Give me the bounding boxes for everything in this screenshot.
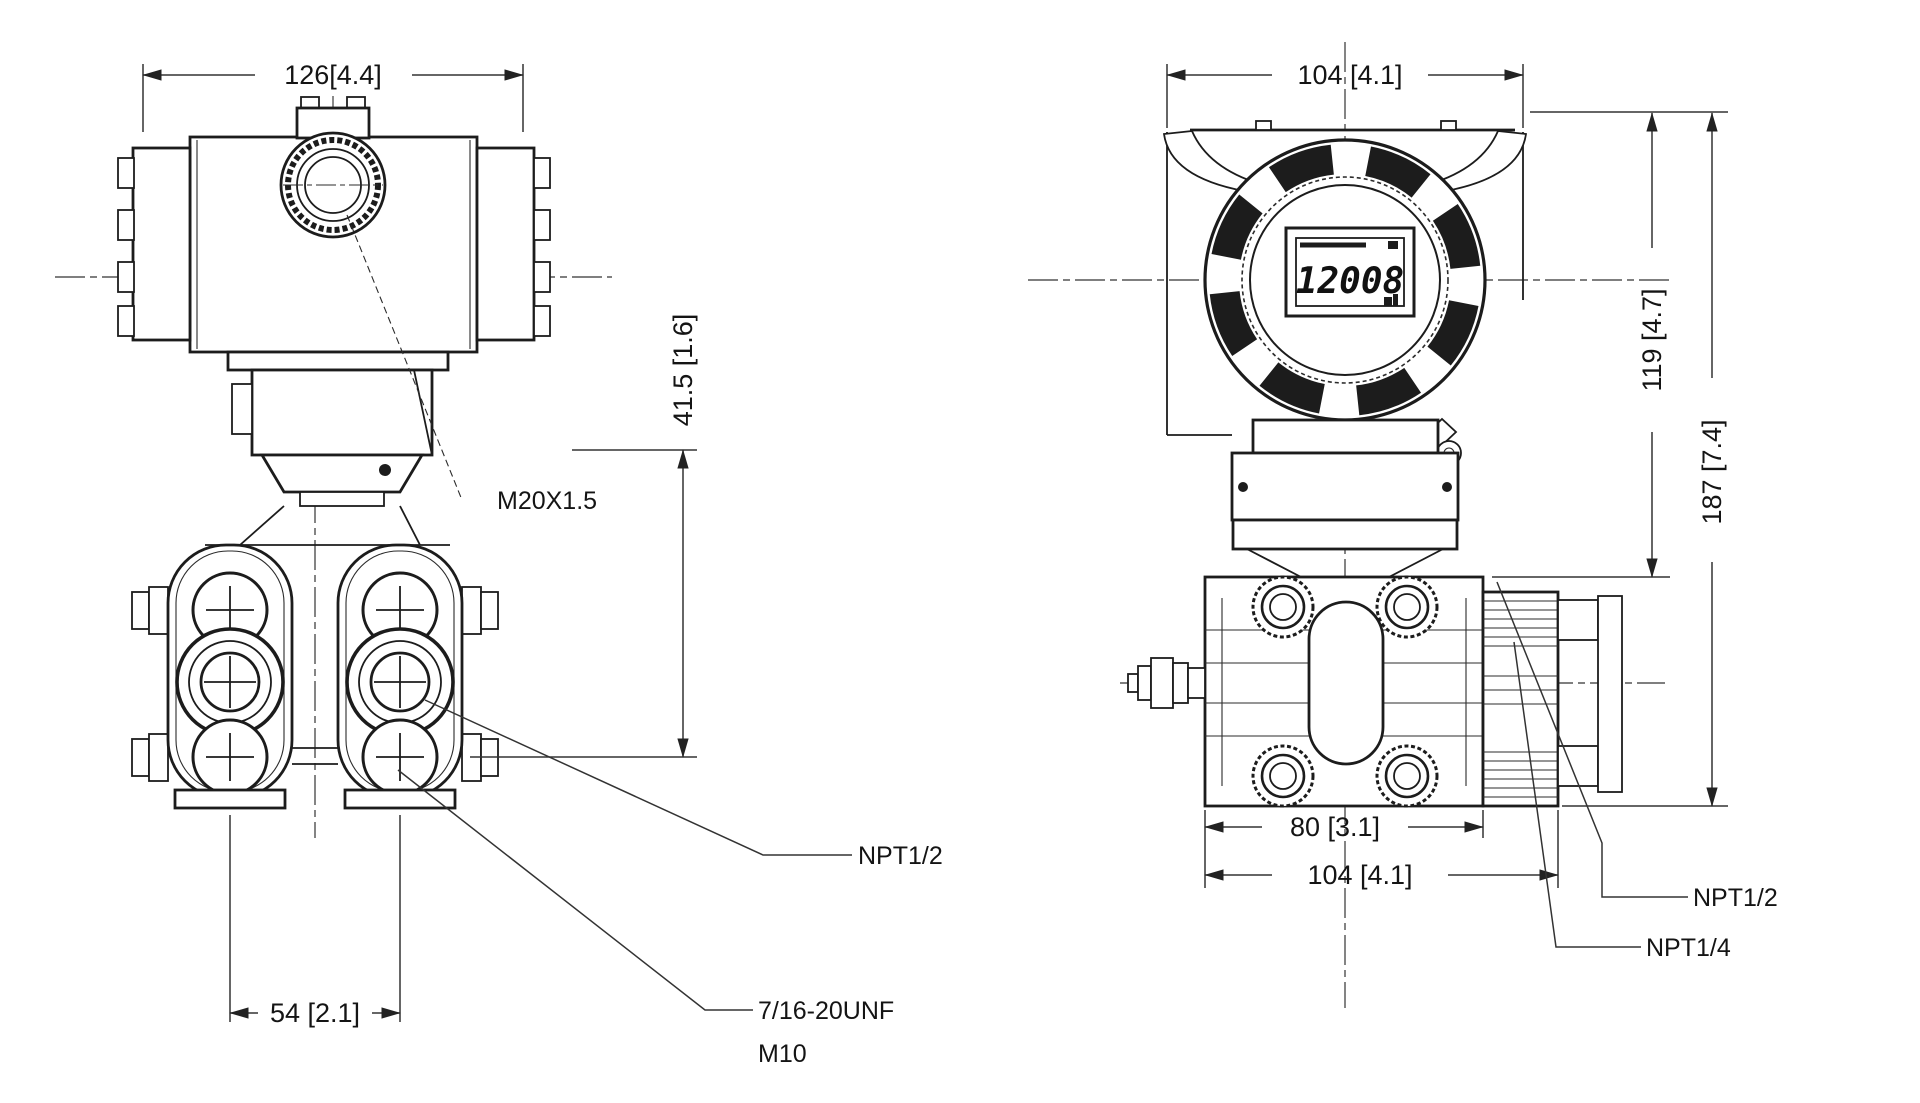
lcd-unit-icon <box>1393 294 1398 306</box>
dim-width-104-top: 104 [4.1] <box>1166 60 1524 128</box>
neck-screw <box>379 464 391 476</box>
dim-text-width-top-right: 104 [4.1] <box>1297 60 1402 90</box>
flange-bolt <box>1375 744 1439 808</box>
top-screw-right <box>1440 120 1457 131</box>
neck-screw-right <box>1442 482 1452 492</box>
leader-conduit-thread: M20X1.5 <box>346 214 597 515</box>
dim-text-width-top: 126[4.4] <box>284 60 382 90</box>
leader-flange-bolt: 7/16-20UNF M10 <box>397 769 894 1068</box>
front-neck <box>1230 418 1460 578</box>
manifold-plug-bottom <box>1557 745 1599 787</box>
top-screw-left <box>1255 120 1272 131</box>
sensor-neck <box>205 350 450 546</box>
leader-conduit-right: NPT1/2 <box>1496 581 1778 912</box>
front-view: 12008 <box>1028 42 1778 1008</box>
flange-bolt <box>1251 575 1315 639</box>
flange-bolt <box>1251 744 1315 808</box>
leader-process-connection: NPT1/2 <box>424 699 943 870</box>
process-flange-left <box>131 543 294 810</box>
vent-drain-valve <box>1127 657 1206 709</box>
dim-text-overall-width: 104 [4.1] <box>1307 860 1412 890</box>
lcd-value: 12008 <box>1296 261 1404 302</box>
conduit-entry-boss <box>279 96 387 239</box>
manifold-plug-top <box>1557 599 1599 641</box>
dim-text-flange-width: 80 [3.1] <box>1290 812 1380 842</box>
end-cap-right <box>475 146 551 342</box>
dim-height-41-5: 41.5 [1.6] <box>470 314 698 758</box>
dim-width-126: 126[4.4] <box>142 60 524 132</box>
side-manifold <box>1481 590 1623 808</box>
label-conduit-right: NPT1/2 <box>1693 884 1778 912</box>
lcd-display: 12008 <box>1284 226 1416 318</box>
process-flange-right <box>336 543 499 810</box>
dim-height-187: 187 [7.4] <box>1562 112 1728 807</box>
flange-center-oval <box>1307 600 1385 766</box>
dim-text-total-height: 187 [7.4] <box>1697 419 1727 524</box>
label-flange-bolt-thread: 7/16-20UNF <box>758 997 894 1025</box>
dim-width-104-bottom: 104 [4.1] <box>1204 810 1559 890</box>
neck-screw-left <box>1238 482 1248 492</box>
label-process-connection: NPT1/2 <box>858 842 943 870</box>
dim-height-119: 119 [4.7] <box>1492 112 1670 578</box>
bezel-grip-ring <box>1209 144 1481 416</box>
label-conduit-thread: M20X1.5 <box>497 487 597 515</box>
leader-vent: NPT1/4 <box>1513 641 1731 962</box>
end-cap-left <box>117 146 192 342</box>
housing-face: 12008 <box>1203 138 1487 466</box>
label-flange-bolt-alt: M10 <box>758 1040 807 1068</box>
side-view: 126[4.4] 41.5 [1.6] 54 [2.1] M20X1.5 NPT… <box>55 60 943 1068</box>
mounting-bracket <box>1162 120 1528 436</box>
dim-text-body-height: 119 [4.7] <box>1637 288 1667 391</box>
dim-bolt-spacing-54: 54 [2.1] <box>229 815 401 1028</box>
flange-front <box>1203 575 1485 808</box>
manifold-adapter-plate <box>1597 595 1623 793</box>
dim-text-conduit-height: 41.5 [1.6] <box>668 314 698 427</box>
label-vent: NPT1/4 <box>1646 934 1731 962</box>
lcd-unit-icon <box>1384 297 1392 306</box>
flange-bolt <box>1375 575 1439 639</box>
dim-text-bolt-spacing: 54 [2.1] <box>270 998 360 1028</box>
